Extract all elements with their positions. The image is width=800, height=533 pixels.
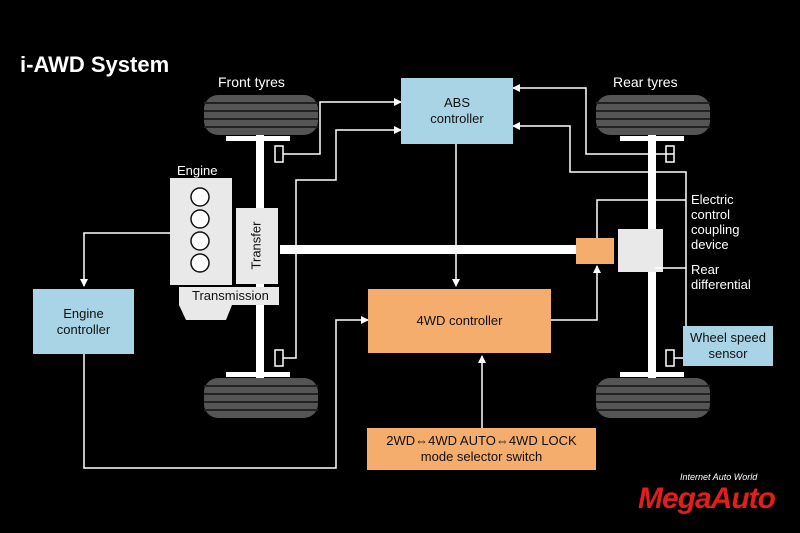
transmission-label: Transmission bbox=[192, 288, 269, 303]
rear-tyres-label: Rear tyres bbox=[613, 74, 678, 90]
logo-tagline: Internet Auto World bbox=[680, 472, 758, 482]
mode-selector-switch[interactable]: 2WD⇔4WD AUTO⇔4WD LOCK mode selector swit… bbox=[367, 428, 596, 470]
rear-differential-label: Rear differential bbox=[691, 262, 751, 292]
diagram-title: i-AWD System bbox=[20, 52, 170, 77]
coupling-label: Electric control coupling device bbox=[691, 192, 740, 252]
rear-right-tyre bbox=[596, 378, 710, 418]
coupling-device bbox=[576, 238, 614, 264]
engine-block bbox=[170, 178, 232, 285]
transfer-label: Transfer bbox=[248, 221, 264, 270]
propeller-shaft bbox=[280, 245, 576, 254]
transmission-case bbox=[179, 287, 279, 320]
abs-controller: ABS controller bbox=[401, 78, 513, 144]
front-tyres-label: Front tyres bbox=[218, 74, 285, 90]
engine-label: Engine bbox=[177, 163, 218, 178]
front-right-tyre bbox=[204, 378, 318, 418]
rear-differential bbox=[618, 229, 663, 272]
engine-controller: Engine controller bbox=[33, 289, 134, 354]
wheel-speed-sensor-rr bbox=[665, 349, 675, 367]
transfer-case bbox=[236, 208, 278, 284]
wheel-speed-sensor-fl bbox=[274, 145, 284, 163]
rear-left-tyre bbox=[596, 95, 710, 135]
megaauto-logo: MegaAuto bbox=[638, 482, 776, 515]
front-left-tyre bbox=[204, 95, 318, 135]
wheel-speed-sensor-label: Wheel speed sensor bbox=[683, 326, 773, 366]
wheel-speed-sensor-fr bbox=[274, 349, 284, 367]
fourwd-controller: 4WD controller bbox=[368, 289, 551, 353]
